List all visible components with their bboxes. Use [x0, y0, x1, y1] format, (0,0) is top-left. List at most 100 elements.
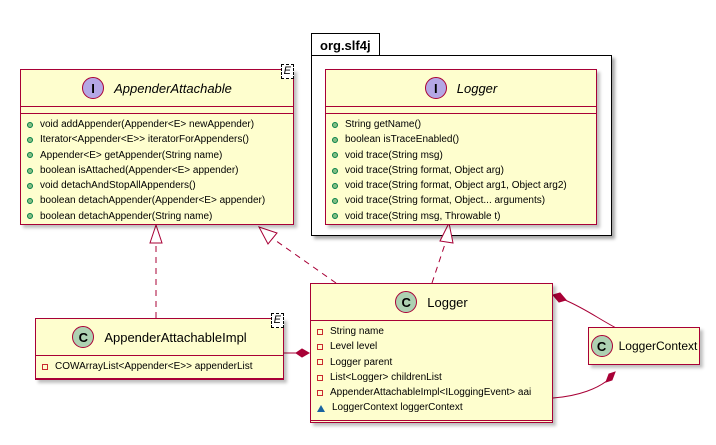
method-list: void addAppender(Appender<E> newAppender…	[21, 113, 293, 228]
class-badge: C	[590, 335, 613, 357]
composition-diamond-context-logger	[552, 292, 567, 303]
class-header: I Logger	[326, 70, 596, 106]
type-parameter: E	[280, 64, 294, 79]
class-slf4j-logger: I Logger String getName() boolean isTrace…	[325, 69, 597, 225]
method-row: void trace(String msg)	[332, 148, 590, 163]
class-title: AppenderAttachable	[114, 80, 232, 96]
field-list: COWArrayList<Appender<E>> appenderList	[36, 355, 283, 378]
private-visibility-icon	[317, 343, 323, 350]
method-signature: void detachAndStopAllAppenders()	[40, 180, 196, 192]
public-visibility-icon	[332, 121, 338, 128]
method-signature: void trace(String format, Object... argu…	[345, 195, 546, 207]
field-declaration: LoggerContext loggerContext	[332, 402, 463, 414]
realization-arrowhead-slf4j-logger	[439, 221, 454, 244]
public-visibility-icon	[27, 198, 33, 205]
method-signature: boolean isTraceEnabled()	[345, 134, 460, 146]
class-appender-attachable: I AppenderAttachable E void addAppender(…	[20, 64, 294, 228]
method-signature: void trace(String msg)	[345, 149, 443, 161]
public-visibility-icon	[332, 136, 338, 143]
method-signature: boolean detachAppender(String name)	[40, 210, 213, 222]
public-visibility-icon	[27, 136, 33, 143]
field-row: String name	[317, 324, 546, 339]
class-appender-attachable-impl: C AppenderAttachableImpl E COWArrayList<…	[35, 313, 284, 381]
public-visibility-icon	[27, 167, 33, 174]
method-row: void addAppender(Appender<E> newAppender…	[27, 117, 287, 132]
field-row: COWArrayList<Appender<E>> appenderList	[42, 359, 277, 374]
class-badge: C	[395, 291, 418, 313]
private-visibility-icon	[317, 328, 323, 335]
method-signature: Iterator<Appender<E>> iteratorForAppende…	[40, 134, 250, 146]
method-row: boolean detachAppender(String name)	[27, 209, 287, 224]
field-row: List<Logger> childrenList	[317, 370, 546, 385]
public-visibility-icon	[27, 213, 33, 220]
field-declaration: List<Logger> childrenList	[330, 371, 442, 383]
private-visibility-icon	[317, 374, 323, 381]
method-row: boolean isAttached(Appender<E> appender)	[27, 163, 287, 178]
attribute-separator	[21, 106, 293, 113]
class-title: AppenderAttachableImpl	[104, 329, 247, 345]
field-declaration: Level level	[330, 341, 378, 353]
realization-arrowhead-appender-attachable-left	[149, 223, 163, 244]
method-list: String getName() boolean isTraceEnabled()…	[326, 113, 596, 228]
private-visibility-icon	[317, 359, 323, 366]
field-declaration: AppenderAttachableImpl<ILoggingEvent> aa…	[330, 387, 532, 399]
method-row: Appender<E> getAppender(String name)	[27, 148, 287, 163]
method-signature: Appender<E> getAppender(String name)	[40, 149, 223, 161]
realization-line-logger-to-appender-attachable	[271, 237, 337, 284]
public-visibility-icon	[27, 182, 33, 189]
class-badge: C	[72, 326, 95, 348]
method-signature: boolean detachAppender(Appender<E> appen…	[40, 195, 266, 207]
class-title: Logger	[456, 80, 498, 96]
method-separator	[311, 419, 552, 423]
public-visibility-icon	[332, 213, 338, 220]
method-row: void trace(String format, Object arg)	[332, 163, 590, 178]
method-row: boolean isTraceEnabled()	[332, 132, 590, 147]
public-visibility-icon	[332, 167, 338, 174]
composition-line-logger-context	[552, 379, 609, 399]
field-declaration: String name	[330, 326, 384, 337]
public-visibility-icon	[332, 152, 338, 159]
method-row: void trace(String format, Object... argu…	[332, 193, 590, 208]
composition-line-context-logger	[564, 299, 621, 331]
method-separator	[36, 378, 283, 381]
realization-arrowhead-appender-attachable-right	[257, 226, 278, 245]
composition-diamond-logger-aai	[295, 348, 311, 358]
class-title: Logger	[427, 294, 468, 310]
field-row: Level level	[317, 339, 546, 354]
realization-line-logger-to-slf4j-logger	[431, 243, 446, 284]
package-name: org.slf4j	[320, 37, 371, 53]
class-header: I AppenderAttachable E	[21, 64, 294, 106]
class-title: LoggerContext	[618, 339, 698, 353]
field-row: LoggerContext loggerContext	[317, 400, 546, 415]
method-row: String getName()	[332, 117, 590, 132]
package-tab: org.slf4j	[311, 33, 380, 56]
method-signature: void addAppender(Appender<E> newAppender…	[40, 119, 255, 130]
class-header: C Logger	[311, 284, 552, 320]
method-row: void trace(String msg, Throwable t)	[332, 209, 590, 224]
method-row: void detachAndStopAllAppenders()	[27, 178, 287, 193]
class-header: C LoggerContext	[589, 328, 699, 364]
method-row: boolean detachAppender(Appender<E> appen…	[27, 193, 287, 208]
public-visibility-icon	[332, 198, 338, 205]
field-row: AppenderAttachableImpl<ILoggingEvent> aa…	[317, 385, 546, 400]
class-header: C AppenderAttachableImpl E	[36, 313, 284, 355]
package-visibility-icon	[317, 404, 325, 412]
interface-badge: I	[424, 77, 447, 99]
field-row: Logger parent	[317, 355, 546, 370]
private-visibility-icon	[317, 389, 323, 396]
method-signature: void trace(String format, Object arg1, O…	[345, 180, 567, 192]
attribute-separator	[326, 106, 596, 113]
type-parameter: E	[270, 313, 284, 328]
field-declaration: COWArrayList<Appender<E>> appenderList	[55, 361, 253, 372]
public-visibility-icon	[27, 152, 33, 159]
interface-badge: I	[82, 77, 105, 99]
public-visibility-icon	[27, 121, 33, 128]
method-signature: void trace(String msg, Throwable t)	[345, 210, 501, 222]
method-signature: String getName()	[345, 119, 422, 130]
method-signature: void trace(String format, Object arg)	[345, 164, 504, 176]
method-signature: boolean isAttached(Appender<E> appender)	[40, 164, 239, 176]
method-row: void trace(String format, Object arg1, O…	[332, 178, 590, 193]
field-declaration: Logger parent	[330, 356, 393, 368]
